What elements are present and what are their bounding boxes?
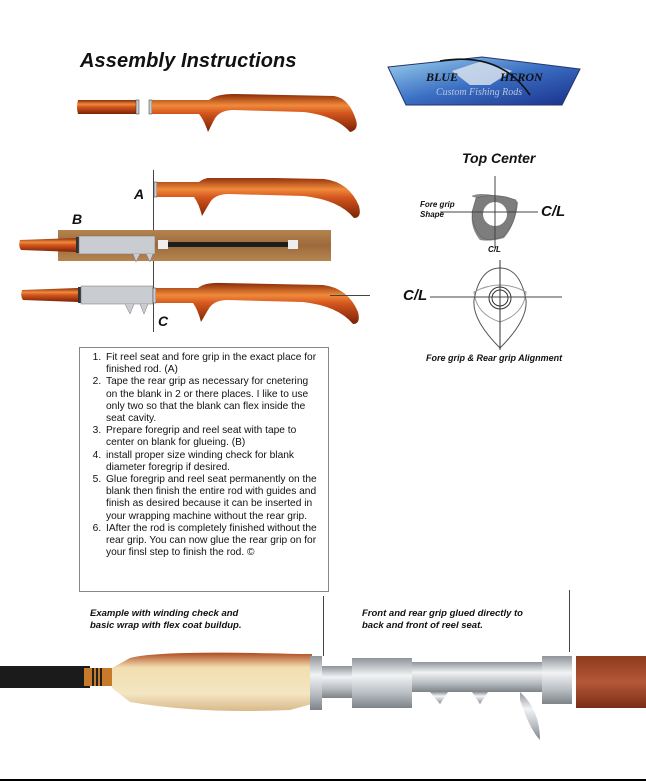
instructions-box: Fit reel seat and fore grip in the exact… — [79, 347, 329, 592]
cl-bottom-label: C/L — [488, 245, 501, 254]
reel-seat-on-blank-b — [19, 235, 298, 262]
top-center-label: Top Center — [462, 150, 536, 166]
fore-grip-shape-label: Fore grip Shape — [420, 200, 455, 220]
instruction-item: Fit reel seat and fore grip in the exact… — [104, 352, 322, 376]
grip-parts-separated — [77, 94, 357, 132]
label-c: C — [158, 313, 169, 329]
foregrip-rear-grip-a — [154, 178, 360, 218]
instructions-list: Fit reel seat and fore grip in the exact… — [84, 352, 322, 559]
caption-right-leader — [569, 590, 570, 652]
fore-grip-shape-diagram — [440, 176, 538, 248]
instruction-item: install proper size winding check for bl… — [104, 450, 322, 474]
logo-tagline: Custom Fishing Rods — [436, 87, 522, 98]
logo-brand-right: HERON — [499, 70, 544, 84]
instruction-item: Glue foregrip and reel seat permanently … — [104, 474, 322, 523]
finished-rod-example — [0, 652, 646, 740]
caption-right: Front and rear grip glued directly to ba… — [362, 608, 523, 631]
cl-horizontal-line — [330, 295, 370, 296]
instruction-item: Tape the rear grip as necessary for cnet… — [104, 376, 322, 425]
page-title: Assembly Instructions — [80, 50, 297, 72]
assembled-rod-c — [21, 282, 359, 324]
shape-label-line2: Shape — [420, 210, 445, 219]
label-cl-main: C/L — [403, 287, 428, 304]
instruction-item: IAfter the rod is completely finished wi… — [104, 523, 322, 560]
blue-heron-logo: BLUE HERON Custom Fishing Rods — [380, 55, 585, 107]
label-a: A — [134, 186, 145, 202]
caption-left-leader — [323, 596, 324, 656]
instruction-item: Prepare foregrip and reel seat with tape… — [104, 425, 322, 449]
caption-left: Example with winding check and basic wra… — [90, 608, 242, 631]
label-b: B — [72, 211, 83, 227]
bottom-rule — [0, 779, 646, 781]
shape-label-line1: Fore grip — [420, 200, 455, 209]
alignment-caption: Fore grip & Rear grip Alignment — [426, 353, 563, 363]
cl-right-label: C/L — [541, 203, 566, 220]
logo-brand-left: BLUE — [425, 70, 458, 84]
grip-alignment-diagram — [430, 260, 562, 350]
